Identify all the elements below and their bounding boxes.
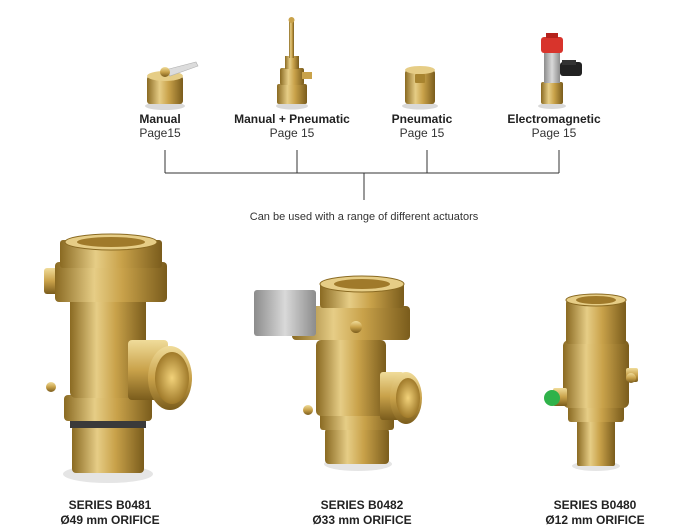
actuator-name: Pneumatic [391, 112, 453, 126]
manual-pneumatic-actuator-icon [276, 17, 312, 110]
actuator-label-electromagnetic: Electromagnetic Page 15 [474, 112, 634, 140]
actuator-label-manual-pneumatic: Manual + Pneumatic Page 15 [212, 112, 372, 140]
series-orifice: Ø12 mm ORIFICE [545, 513, 645, 527]
actuator-page: Page 15 [269, 126, 315, 140]
actuator-label-pneumatic: Pneumatic Page 15 [342, 112, 502, 140]
manual-actuator-icon [145, 61, 199, 110]
valve-b0481-image [44, 233, 192, 483]
actuator-page: Page15 [139, 126, 181, 140]
actuator-page: Page 15 [399, 126, 445, 140]
series-name: SERIES B0482 [320, 498, 404, 512]
valve-b0482-image [254, 275, 422, 471]
valve-b0480-image [544, 293, 638, 471]
actuator-label-manual: Manual Page15 [80, 112, 240, 140]
electromagnetic-actuator-icon [538, 33, 582, 109]
actuator-name: Electromagnetic [507, 112, 601, 126]
actuator-name: Manual [139, 112, 181, 126]
pneumatic-actuator-icon [402, 66, 438, 110]
series-label-b0482: SERIES B0482 Ø33 mm ORIFICE [277, 498, 447, 528]
actuator-page: Page 15 [531, 126, 577, 140]
series-label-b0480: SERIES B0480 Ø12 mm ORIFICE [510, 498, 680, 528]
series-orifice: Ø33 mm ORIFICE [312, 513, 412, 527]
series-orifice: Ø49 mm ORIFICE [60, 513, 160, 527]
series-name: SERIES B0481 [68, 498, 152, 512]
series-label-b0481: SERIES B0481 Ø49 mm ORIFICE [25, 498, 195, 528]
series-name: SERIES B0480 [553, 498, 637, 512]
actuator-name: Manual + Pneumatic [234, 112, 350, 126]
actuators-caption: Can be used with a range of different ac… [249, 211, 479, 223]
actuator-connector-bracket [164, 150, 560, 200]
